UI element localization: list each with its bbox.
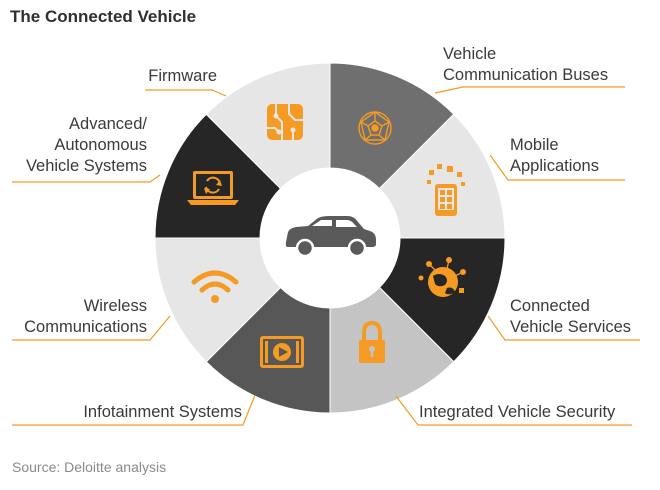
leader-line-connected-vehicle-services — [487, 315, 640, 341]
laptop-sync-icon — [187, 171, 239, 205]
circuit-chip-icon — [267, 104, 303, 140]
connected-services-globe-icon — [418, 257, 466, 297]
network-globe-icon — [358, 111, 392, 145]
leader-line-infotainment-systems — [12, 394, 256, 426]
label-integrated-vehicle-security: Integrated Vehicle Security — [419, 403, 616, 421]
label-infotainment-systems: Infotainment Systems — [83, 403, 242, 421]
leader-line-wireless-communications — [12, 315, 171, 341]
leader-line-advanced-autonomous-vehicle-systems — [12, 174, 161, 183]
source-note: Source: Deloitte analysis — [12, 459, 167, 475]
play-screen-icon — [260, 336, 304, 368]
padlock-icon — [359, 320, 385, 363]
leader-line-mobile-applications — [489, 154, 625, 181]
leader-line-firmware — [145, 89, 227, 97]
mobile-apps-icon — [427, 164, 465, 216]
car-icon — [285, 216, 376, 258]
label-firmware: Firmware — [148, 67, 217, 85]
wifi-icon — [191, 270, 239, 303]
page-title: The Connected Vehicle — [10, 7, 197, 26]
leader-line-vehicle-communication-buses — [434, 86, 625, 94]
leader-line-integrated-vehicle-security — [395, 395, 632, 426]
